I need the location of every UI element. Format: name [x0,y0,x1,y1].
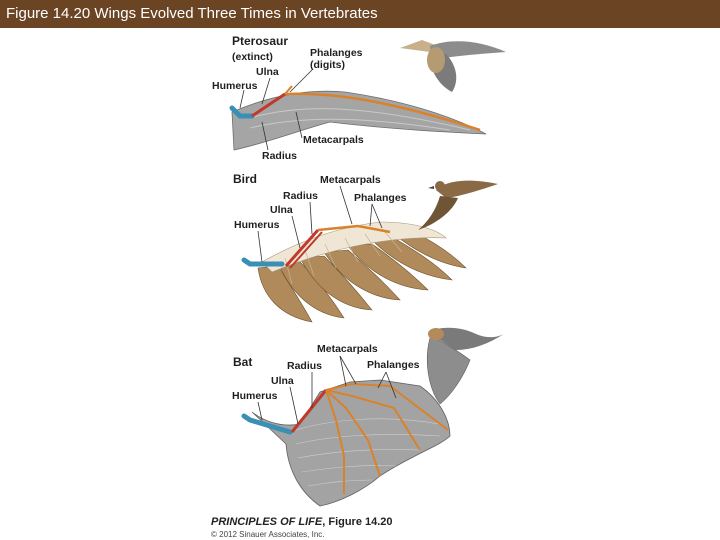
pterosaur-phalanges-label: Phalanges [310,47,363,59]
bird-humerus-bone [241,257,285,267]
pterosaur-panel: Pterosaur (extinct) Phalanges (digits) U… [212,34,506,162]
pterosaur-radius-ulna-bones [251,92,286,118]
bird-radius-ulna-bones [284,229,320,267]
bat-metacarpals-label: Metacarpals [317,343,378,355]
pterosaur-humerus-bone [229,105,255,119]
bird-humerus-label: Humerus [234,219,280,231]
bat-humerus-bone [241,413,293,435]
bird-panel: Bird Metacarpals Radius Phalanges Ulna H… [233,172,498,323]
bird-flying-icon [418,180,498,230]
caption-figure-number: , Figure 14.20 [322,516,392,528]
bird-coverts [261,221,447,273]
pterosaur-subtitle: (extinct) [232,51,273,63]
header-bar: Figure 14.20 Wings Evolved Three Times i… [0,0,720,28]
bat-title: Bat [233,355,252,369]
bat-ulna-label: Ulna [271,375,294,387]
pterosaur-radius-label: Radius [262,150,297,162]
bird-metacarpal-bones [317,224,391,234]
bird-phalanges-label: Phalanges [354,192,407,204]
bird-radius-label: Radius [283,190,318,202]
pterosaur-title: Pterosaur [232,34,288,48]
caption-book-title: PRINCIPLES OF LIFE [211,516,323,528]
bat-wing-membrane [251,379,451,507]
bat-radius-label: Radius [287,360,322,372]
bat-radius-ulna-bones [290,389,328,433]
pterosaur-flying-icon [400,40,506,92]
pterosaur-metacarpals-label: Metacarpals [303,134,364,146]
pterosaur-phalanges-bone [284,92,481,132]
caption-copyright: © 2012 Sinauer Associates, Inc. [211,530,325,539]
bat-phalanges-bones [325,382,449,494]
bird-ulna-label: Ulna [270,204,293,216]
pterosaur-ulna-label: Ulna [256,66,279,78]
figure-caption: PRINCIPLES OF LIFE, Figure 14.20 [211,516,393,528]
bird-metacarpals-label: Metacarpals [320,174,381,186]
bat-flying-icon [426,327,504,405]
bird-feathers [257,231,467,323]
pterosaur-wing-membrane [231,90,487,151]
bat-panel: Bat Metacarpals Radius Phalanges Ulna Hu… [232,327,504,507]
bat-phalanges-label: Phalanges [367,359,420,371]
figure-title: Figure 14.20 Wings Evolved Three Times i… [6,5,378,22]
bird-title: Bird [233,172,257,186]
pterosaur-digits-label: (digits) [310,59,345,71]
bat-humerus-label: Humerus [232,390,278,402]
pterosaur-humerus-label: Humerus [212,80,258,92]
